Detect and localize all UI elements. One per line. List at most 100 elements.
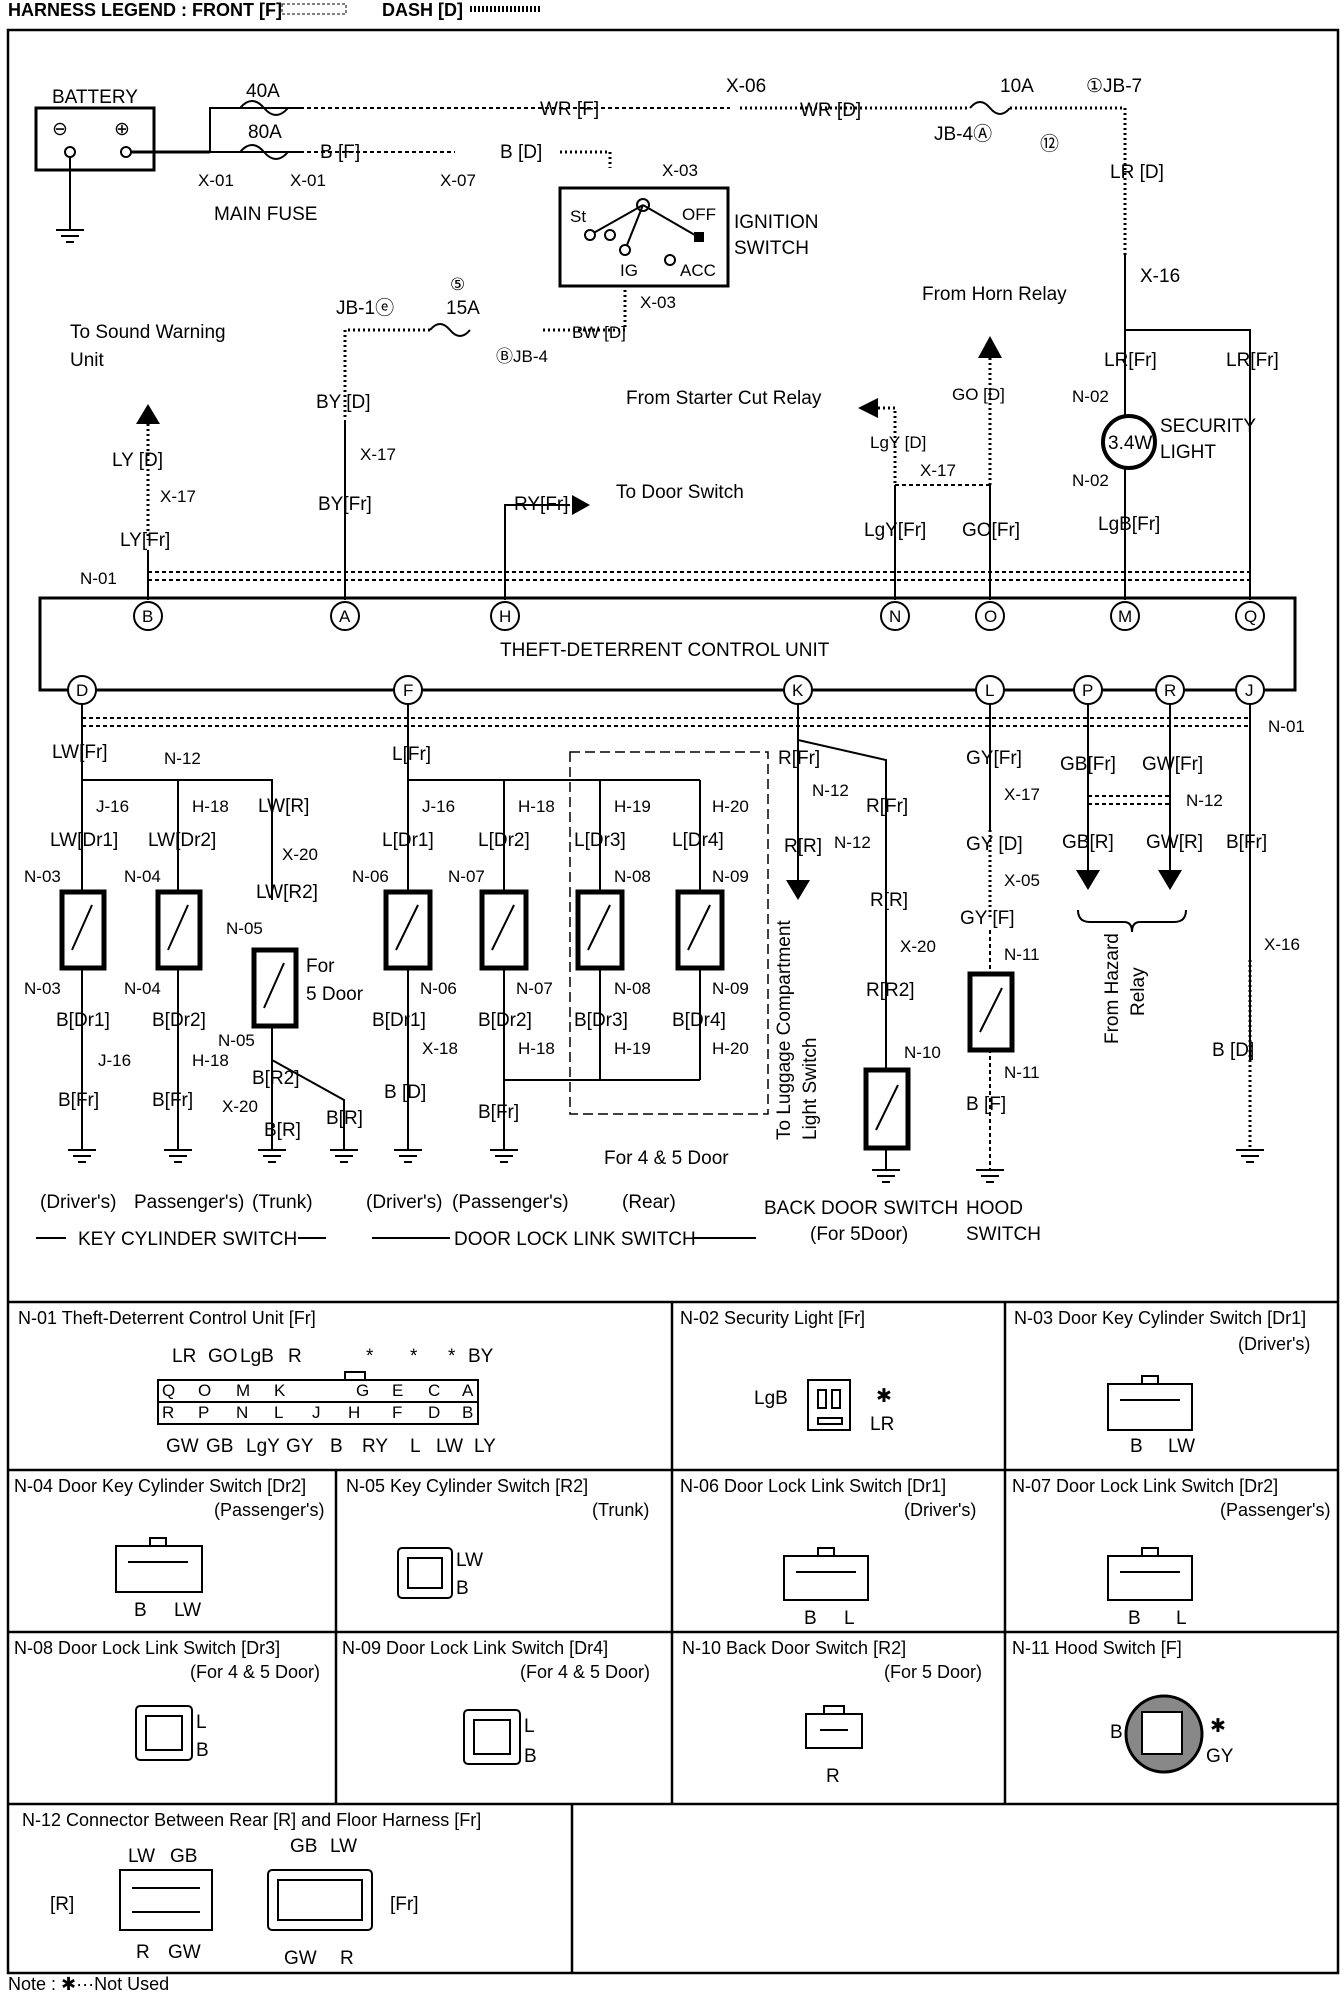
connector-grid — [8, 1302, 1338, 1973]
door-lock-switch-label: DOOR LOCK LINK SWITCH — [454, 1229, 696, 1250]
control-unit-title: THEFT-DETERRENT CONTROL UNIT — [500, 640, 830, 661]
n04a-label: N-04 — [124, 867, 161, 886]
for5-label-1: For — [306, 956, 335, 977]
legend-title: HARNESS LEGEND : FRONT [F] — [8, 0, 282, 20]
n03a-label: N-03 — [24, 867, 61, 886]
hazard-brace — [1077, 909, 1187, 933]
lgb-fr-label: LgB[Fr] — [1098, 514, 1160, 535]
connector-n10: N-10 Back Door Switch [R2] (For 5 Door) … — [682, 1638, 982, 1787]
n07-wire-b: B — [1128, 1608, 1141, 1629]
n08-wire-b: B — [196, 1740, 209, 1761]
ground-icon — [976, 1169, 1004, 1183]
connector-n09: N-09 Door Lock Link Switch [Dr4] (For 4 … — [342, 1638, 650, 1767]
arrow-down-hazard-icon-2 — [1158, 870, 1182, 890]
wire-bw-dash — [540, 290, 627, 332]
lr-dash-label: LR [D] — [1110, 162, 1164, 183]
drivers-label: (Driver's) — [40, 1192, 116, 1213]
harness-bundle-top — [148, 571, 1250, 581]
pin-k: K — [792, 681, 804, 700]
cell-n09-title: N-09 Door Lock Link Switch [Dr4] — [342, 1638, 608, 1658]
n01-pin-g: G — [356, 1381, 369, 1400]
main-fuse-label: MAIN FUSE — [214, 204, 317, 225]
n07b-label: N-07 — [516, 979, 553, 998]
pin-d: D — [76, 681, 88, 700]
j16b-label: J-16 — [98, 1051, 131, 1070]
unit-top-pin: B A H N O M Q — [133, 601, 1265, 631]
n02-unused: ✱ — [876, 1386, 892, 1407]
ground-icon — [872, 1148, 900, 1183]
n01-pin-r: R — [162, 1403, 174, 1422]
b-dr2b-label: B[Dr2] — [478, 1010, 532, 1031]
fuse-80a-label: 80A — [248, 122, 282, 143]
lr-fr-label-2: LR[Fr] — [1226, 350, 1279, 371]
n12a-label: N-12 — [164, 749, 201, 768]
lgy-dash-label: LgY [D] — [870, 433, 926, 452]
n08b-label: N-08 — [614, 979, 651, 998]
n08-wire-l: L — [196, 1712, 207, 1733]
l-dr2-label: L[Dr2] — [478, 830, 530, 851]
n03-wire-b: B — [1130, 1436, 1143, 1457]
b-f2-label: B [F] — [966, 1094, 1006, 1115]
cell-n04-title: N-04 Door Key Cylinder Switch [Dr2] — [14, 1476, 306, 1496]
ign-st-label: St — [570, 207, 586, 226]
cell-n05-title: N-05 Key Cylinder Switch [R2] — [346, 1476, 588, 1496]
door-switch-label: To Door Switch — [616, 482, 744, 503]
pin-p: P — [1082, 681, 1093, 700]
note-label: Note : ✱···Not Used — [8, 1974, 169, 1994]
n12-rear-label: [R] — [50, 1894, 74, 1915]
r-fr1-label: R[Fr] — [778, 748, 820, 769]
cell-n05-sub: (Trunk) — [592, 1500, 649, 1520]
fuse-10a-label: 10A — [1000, 76, 1034, 97]
n01-wire-gy: GY — [286, 1436, 314, 1457]
security-light-watt: 3.4W — [1108, 433, 1152, 454]
n03b-label: N-03 — [24, 979, 61, 998]
n01-wire-g: GO — [208, 1346, 238, 1367]
cell-n12-title: N-12 Connector Between Rear [R] and Floo… — [22, 1810, 481, 1830]
battery-plus-icon: ⊕ — [114, 119, 130, 140]
passengers2-label: (Passenger's) — [452, 1192, 569, 1213]
arrow-up-horn-icon — [978, 336, 1002, 358]
connector-n08: N-08 Door Lock Link Switch [Dr3] (For 4 … — [14, 1638, 320, 1761]
connector-n11: N-11 Hood Switch [F] B ✱ GY — [1012, 1638, 1234, 1774]
connector-n05: N-05 Key Cylinder Switch [R2] (Trunk) LW… — [346, 1476, 649, 1599]
g-dash-label: GO [D] — [952, 385, 1005, 404]
security-light-label-2: LIGHT — [1160, 442, 1216, 463]
lw-fr-label: LW[Fr] — [52, 742, 108, 763]
n05a-label: N-05 — [226, 919, 263, 938]
security-light: 3.4W SECURITY LIGHT — [1101, 414, 1256, 470]
n12-floor-r: R — [340, 1948, 354, 1969]
gy-fr-label: GY[Fr] — [966, 748, 1022, 769]
n12b-label: N-12 — [812, 781, 849, 800]
h18c-label: H-18 — [518, 797, 555, 816]
b-dr3-label: B[Dr3] — [574, 1010, 628, 1031]
unit-bottom-pin: D F K L P R J — [67, 675, 1265, 705]
b-d3-label: B [D] — [1212, 1040, 1254, 1061]
n01-pin-k: K — [274, 1381, 286, 1400]
hood-label-2: SWITCH — [966, 1224, 1041, 1245]
b-fr3-label: B[Fr] — [478, 1102, 519, 1123]
pin-a: A — [339, 607, 351, 626]
wire-lr-front-2 — [1125, 329, 1251, 600]
cell-n10-title: N-10 Back Door Switch [R2] — [682, 1638, 906, 1658]
b-dr1-label: B[Dr1] — [56, 1010, 110, 1031]
pin-o: O — [984, 607, 997, 626]
n01-pin-e: E — [392, 1381, 403, 1400]
wire-lw-branch — [82, 779, 273, 900]
cell-n08-sub: (For 4 & 5 Door) — [190, 1662, 320, 1682]
n02a-label: N-02 — [1072, 387, 1109, 406]
fuse-40a-label: 40A — [246, 81, 280, 102]
ign-acc-label: ACC — [680, 261, 716, 280]
security-light-label-1: SECURITY — [1160, 416, 1256, 437]
n01-pin-b: B — [462, 1403, 473, 1422]
n12c-label: N-12 — [834, 833, 871, 852]
n01-wire-gw: GW — [166, 1436, 199, 1457]
harness-legend: HARNESS LEGEND : FRONT [F] DASH [D] — [8, 0, 540, 20]
h18d-label: H-18 — [518, 1039, 555, 1058]
n12-rear-lw: LW — [128, 1846, 155, 1867]
n12-rear-r: R — [136, 1942, 150, 1963]
n01-pin-h: H — [348, 1403, 360, 1422]
b-fr4-label: B[Fr] — [1226, 832, 1267, 853]
n01-pin-d: D — [428, 1403, 440, 1422]
lw-dr2-label: LW[Dr2] — [148, 830, 216, 851]
wire-b-dash — [560, 150, 612, 168]
